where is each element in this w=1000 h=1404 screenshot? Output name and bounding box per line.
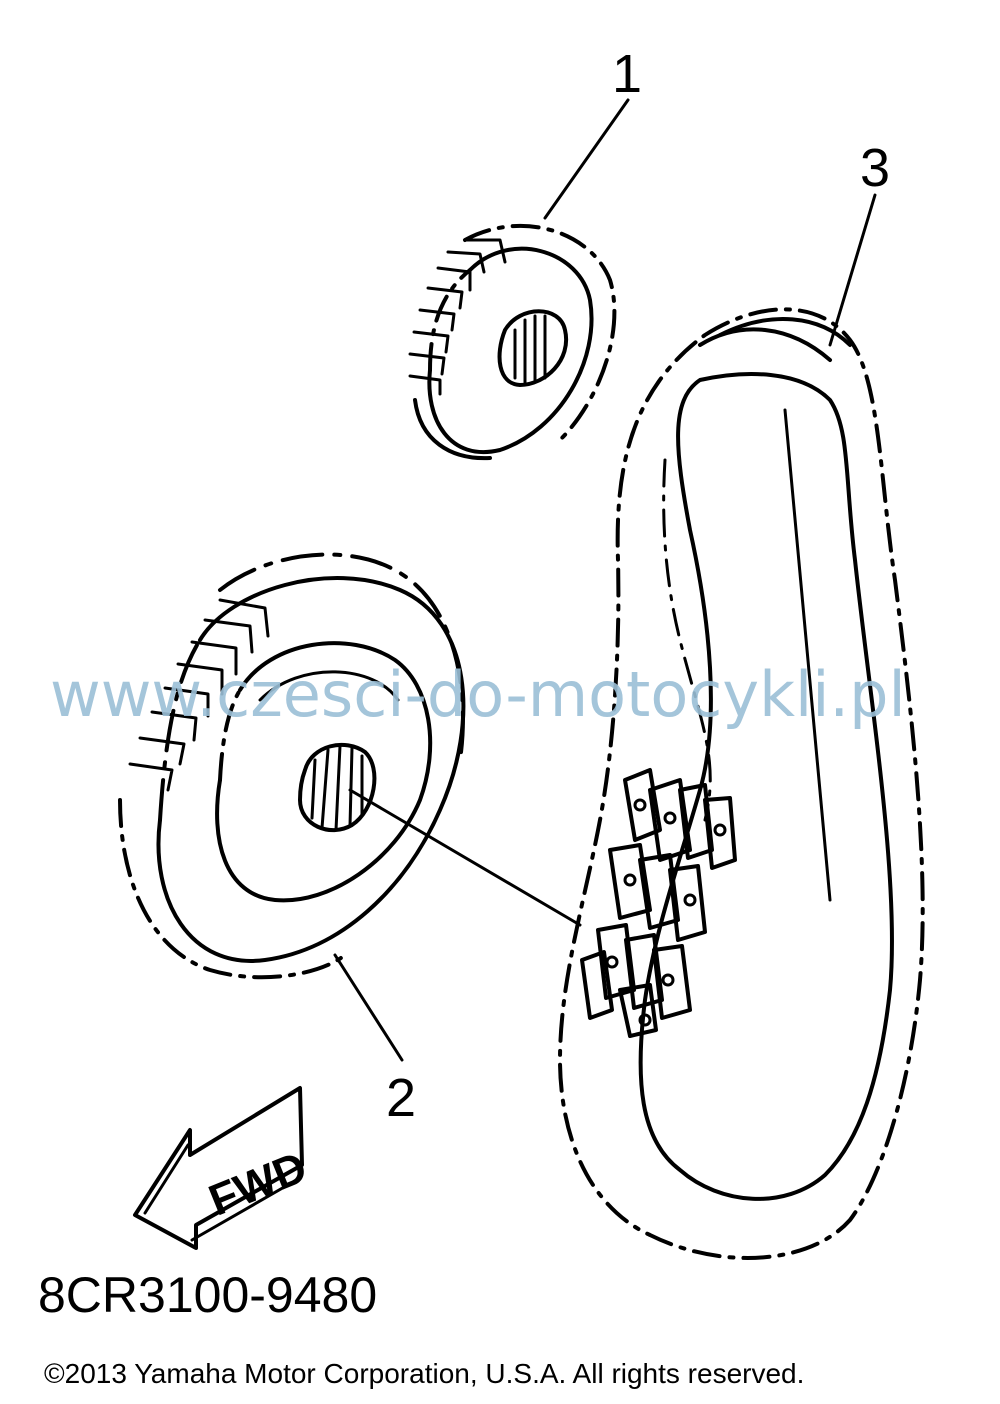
- chain-links: [580, 768, 737, 1038]
- callout-1: 1: [612, 44, 642, 104]
- callout-2: 2: [386, 1068, 416, 1128]
- callout-3: 3: [860, 138, 890, 198]
- copyright-notice: ©2013 Yamaha Motor Corporation, U.S.A. A…: [44, 1358, 805, 1389]
- drive-chain: [558, 307, 925, 1260]
- diagram-code: 8CR3100-9480: [38, 1267, 378, 1323]
- forward-arrow-icon: FWD: [133, 1086, 314, 1250]
- large-sprocket: [118, 552, 466, 980]
- fwd-label: FWD: [202, 1143, 313, 1226]
- watermark-text: www.czesci-do-motocykli.pl: [50, 658, 906, 731]
- small-sprocket: [408, 224, 617, 461]
